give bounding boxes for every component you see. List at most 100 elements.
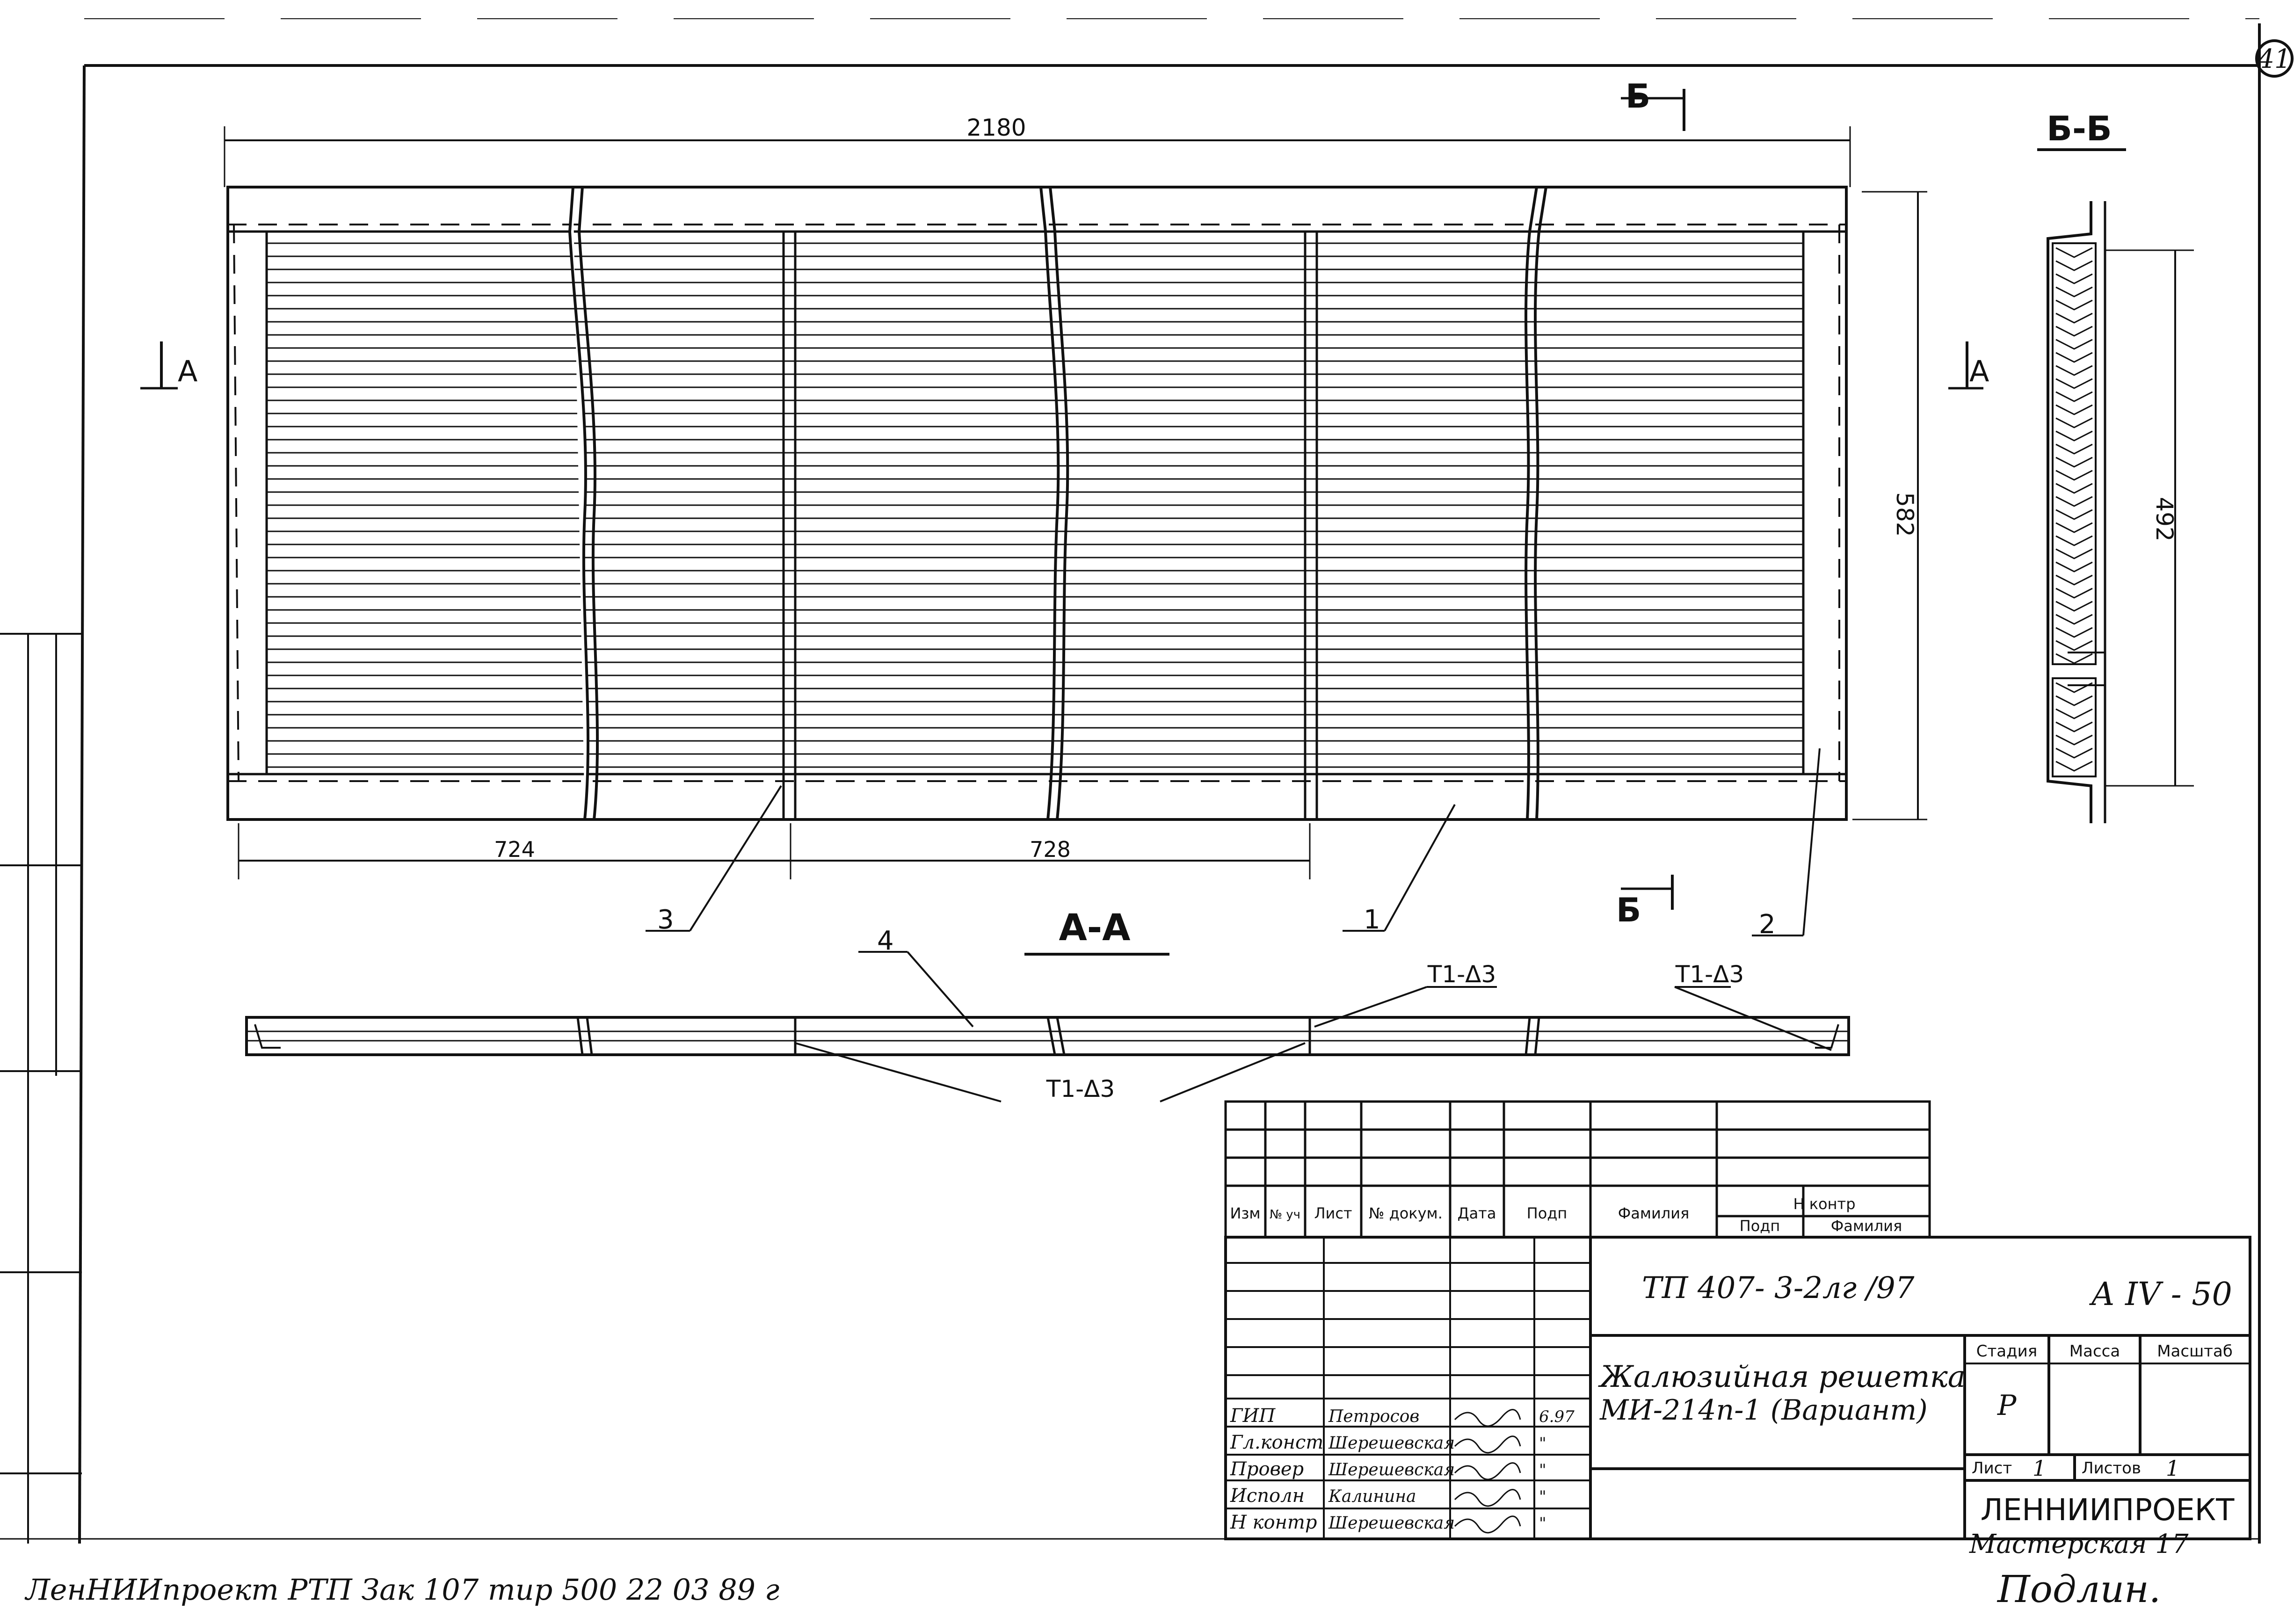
louver-chevron xyxy=(2055,734,2093,746)
header-familiya: Фамилия xyxy=(1618,1204,1690,1222)
height-dimension: 582 xyxy=(1852,191,1927,820)
listov-value: 1 xyxy=(2166,1456,2179,1481)
dimension-2180: 2180 xyxy=(966,114,1026,141)
section-markers: Б Б А А xyxy=(140,77,1989,929)
section-aa-title: А-А xyxy=(1059,907,1130,949)
louver-chevron xyxy=(2055,640,2093,651)
stadiya-label: Стадия xyxy=(1976,1342,2037,1361)
louver-chevron-pattern xyxy=(2055,247,2093,772)
weld-note-3: Т1-Δ3 xyxy=(1046,1075,1115,1102)
revision-table xyxy=(1224,1100,1931,1239)
signature-role: Исполн xyxy=(1230,1485,1305,1507)
signature-name: Шерешевская xyxy=(1328,1460,1455,1479)
sheet-corner-mark: 41 xyxy=(2255,39,2294,78)
louver-chevron xyxy=(2055,561,2093,573)
grille-plan-view xyxy=(226,186,1848,821)
louver-chevron xyxy=(2055,247,2093,258)
signature-name: Шерешевская xyxy=(1328,1434,1455,1453)
bottom-span-dimensions: 724 728 xyxy=(238,823,1311,879)
massa-label: Масса xyxy=(2069,1342,2120,1361)
louver-chevron xyxy=(2055,483,2093,494)
callout-2: 2 xyxy=(1759,909,1776,940)
louver-chevron xyxy=(2055,299,2093,311)
signature-date: " xyxy=(1539,1487,1546,1506)
section-a-left-label: А xyxy=(178,354,197,388)
signature-role: Провер xyxy=(1230,1458,1304,1480)
section-bb-view: Б-Б 492 xyxy=(2037,109,2194,823)
signature-scribble xyxy=(1454,1436,1521,1454)
signature-date: " xyxy=(1539,1461,1546,1479)
signature-name: Шерешевская xyxy=(1328,1514,1455,1533)
overall-width-dimension: 2180 xyxy=(224,114,1851,187)
louver-chevron xyxy=(2055,470,2093,481)
louver-chevron xyxy=(2055,430,2093,442)
section-bb-title: Б-Б xyxy=(2047,109,2112,148)
louver-chevron xyxy=(2055,509,2093,520)
louver-chevron xyxy=(2055,587,2093,599)
masshtab-label: Масштаб xyxy=(2157,1342,2233,1361)
header-izm: Изм xyxy=(1230,1204,1260,1222)
dimension-724: 724 xyxy=(494,837,535,862)
title-block-grid xyxy=(1224,1236,2251,1540)
organization-name: ЛЕННИИПРОЕКТ xyxy=(1981,1493,2235,1528)
sheet-code: А IV - 50 xyxy=(2089,1276,2232,1313)
print-note: ЛенНИИпроект РТП Зак 107 тир 500 22 03 8… xyxy=(24,1573,779,1607)
dimension-728: 728 xyxy=(1030,837,1071,862)
weld-note-2: Т1-Δ3 xyxy=(1675,961,1744,988)
weld-note-1: Т1-Δ3 xyxy=(1427,961,1496,988)
header-podp2: Подп xyxy=(1740,1217,1780,1235)
header-list: Лист xyxy=(1314,1204,1352,1222)
list-label: Лист xyxy=(1972,1459,2012,1478)
signature-scribble xyxy=(1454,1515,1521,1534)
louver-chevron xyxy=(2055,365,2093,376)
document-code: ТП 407- 3-2лг /97 xyxy=(1642,1271,1915,1305)
header-familiya2: Фамилия xyxy=(1831,1217,1902,1235)
workshop-name: Мастерская 17 xyxy=(1969,1529,2189,1559)
revision-table-headers: Изм № уч Лист № докум. Дата Подп Фамилия… xyxy=(1230,1195,1902,1235)
header-podp: Подп xyxy=(1527,1204,1568,1222)
louver-chevron xyxy=(2055,443,2093,455)
louver-chevron xyxy=(2055,457,2093,468)
signature-role: ГИП xyxy=(1230,1405,1276,1427)
louver-chevron xyxy=(2055,378,2093,389)
louver-chevron xyxy=(2055,574,2093,586)
break-lines xyxy=(568,187,1547,820)
signature-name: Петросов xyxy=(1328,1407,1419,1426)
signature-scribble xyxy=(1454,1462,1521,1480)
signature-grid xyxy=(1226,1237,1590,1539)
section-a-right-label: А xyxy=(1969,354,1989,388)
louver-chevron xyxy=(2055,286,2093,297)
louver-chevron xyxy=(2055,535,2093,546)
louver-chevron xyxy=(2055,695,2093,706)
header-n-kontr: Н контр xyxy=(1793,1195,1855,1213)
louver-chevron xyxy=(2055,708,2093,719)
listov-label: Листов xyxy=(2082,1459,2141,1478)
header-n-uch: № уч xyxy=(1270,1208,1300,1222)
louver-chevron xyxy=(2055,417,2093,428)
section-b-top-label: Б xyxy=(1626,77,1650,116)
louver-chevron xyxy=(2055,273,2093,284)
list-value: 1 xyxy=(2033,1456,2046,1481)
louver-chevron xyxy=(2055,339,2093,350)
signature-role: Гл.конст xyxy=(1230,1432,1323,1453)
drawing-title-line2: МИ-214п-1 (Вариант) xyxy=(1599,1394,1928,1427)
callout-4: 4 xyxy=(877,926,894,956)
sheet-frame xyxy=(0,18,2261,1544)
louver-chevron xyxy=(2055,747,2093,759)
louver-chevron xyxy=(2055,761,2093,772)
louver-chevron xyxy=(2055,614,2093,625)
signature-name: Калинина xyxy=(1328,1487,1416,1506)
dimension-492: 492 xyxy=(2151,497,2178,541)
header-data: Дата xyxy=(1458,1204,1496,1222)
handwritten-note: Подлин. xyxy=(1996,1567,2161,1611)
section-aa-view: А-А xyxy=(245,907,1850,1056)
louver-chevron xyxy=(2055,601,2093,612)
header-n-dokum: № докум. xyxy=(1369,1204,1443,1222)
louver-chevron xyxy=(2055,721,2093,732)
signature-role: Н контр xyxy=(1230,1512,1317,1533)
louver-chevron xyxy=(2055,627,2093,638)
drawing-title-line1: Жалюзийная решетка xyxy=(1598,1360,1966,1394)
signature-scribble xyxy=(1454,1489,1521,1507)
